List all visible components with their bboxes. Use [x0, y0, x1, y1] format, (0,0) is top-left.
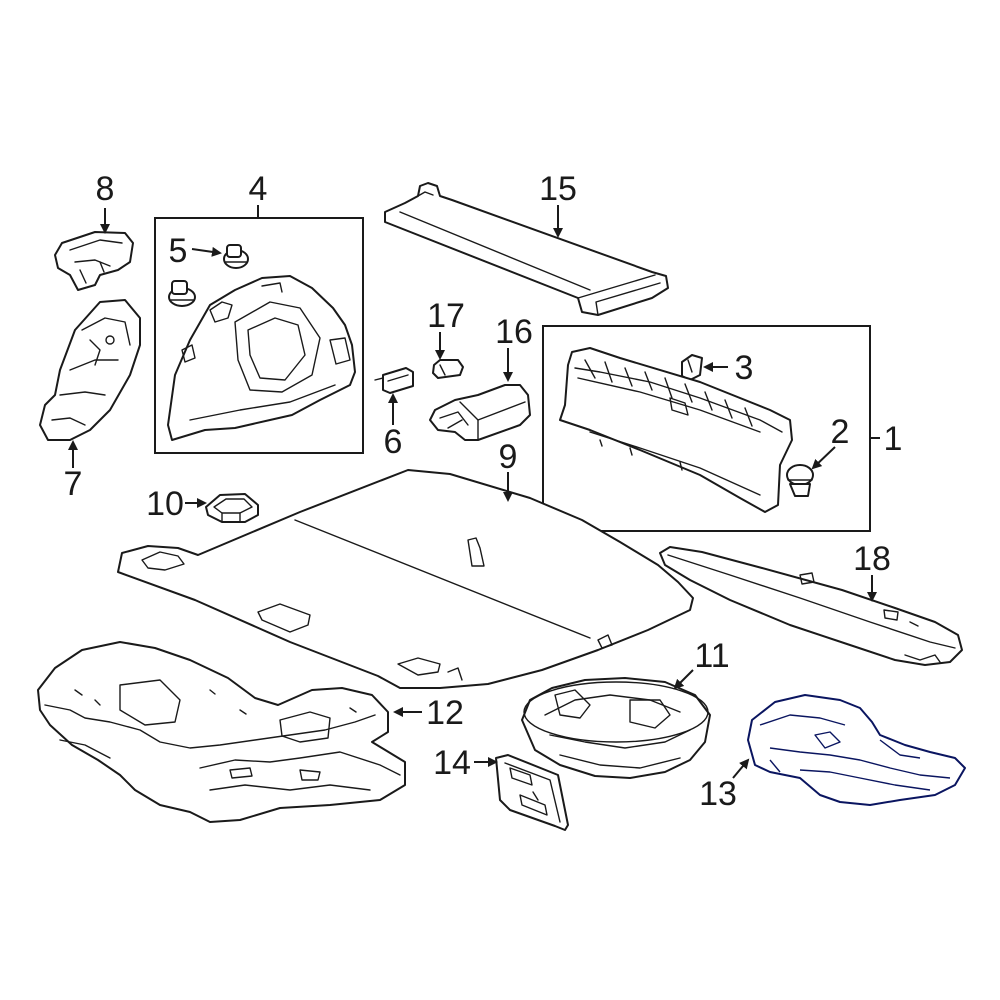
- callout-10: 10: [146, 485, 184, 523]
- part-18-trim[interactable]: [659, 546, 963, 666]
- part-5-clip-lower[interactable]: [168, 280, 196, 307]
- callout-14: 14: [433, 744, 471, 782]
- part-15-rear-panel[interactable]: [384, 182, 669, 316]
- callout-7: 7: [64, 465, 83, 503]
- part-8-bracket[interactable]: [54, 231, 134, 291]
- callout-2: 2: [831, 413, 850, 451]
- callout-6: 6: [384, 423, 403, 461]
- part-14-cover-panel[interactable]: [495, 754, 569, 831]
- callout-18: 18: [853, 540, 891, 578]
- callout-12: 12: [426, 694, 464, 732]
- leader-13: [732, 758, 750, 779]
- group-box-part-1: [542, 325, 871, 532]
- callout-17: 17: [427, 297, 465, 335]
- callout-3: 3: [735, 349, 754, 387]
- part-3-clip[interactable]: [681, 354, 703, 381]
- callout-4: 4: [249, 170, 268, 208]
- part-13-insulator[interactable]: [747, 694, 966, 806]
- part-17-hook[interactable]: [432, 359, 464, 379]
- leader-11: [673, 669, 694, 690]
- callout-8: 8: [96, 170, 115, 208]
- part-6-clip[interactable]: [374, 367, 414, 394]
- part-11-spare-tire-tray[interactable]: [521, 677, 711, 779]
- callout-9: 9: [499, 438, 518, 476]
- leader-lines: [68, 205, 880, 779]
- part-2-clip[interactable]: [786, 464, 814, 497]
- callout-16: 16: [495, 313, 533, 351]
- part-9-floor-panel[interactable]: [117, 469, 694, 689]
- callout-11: 11: [694, 637, 729, 675]
- callout-5: 5: [169, 232, 188, 270]
- callout-labels: 8 7 4 5 6 17 16 15 3 2 1 9 10 18 11 12 1…: [64, 170, 903, 813]
- part-16-latch-cover[interactable]: [429, 384, 531, 441]
- callout-13: 13: [699, 775, 737, 813]
- leader-5: [191, 246, 222, 257]
- callout-15: 15: [539, 170, 577, 208]
- callout-1: 1: [884, 420, 903, 458]
- part-5-clip-upper[interactable]: [223, 244, 249, 269]
- part-1-sill-plate[interactable]: [559, 347, 793, 513]
- part-4-quarter-trim-panel[interactable]: [167, 275, 356, 441]
- part-10-cup[interactable]: [205, 493, 259, 523]
- part-7-side-trim[interactable]: [39, 299, 141, 441]
- part-12-underfloor-tray[interactable]: [37, 641, 406, 823]
- leader-2: [811, 446, 836, 470]
